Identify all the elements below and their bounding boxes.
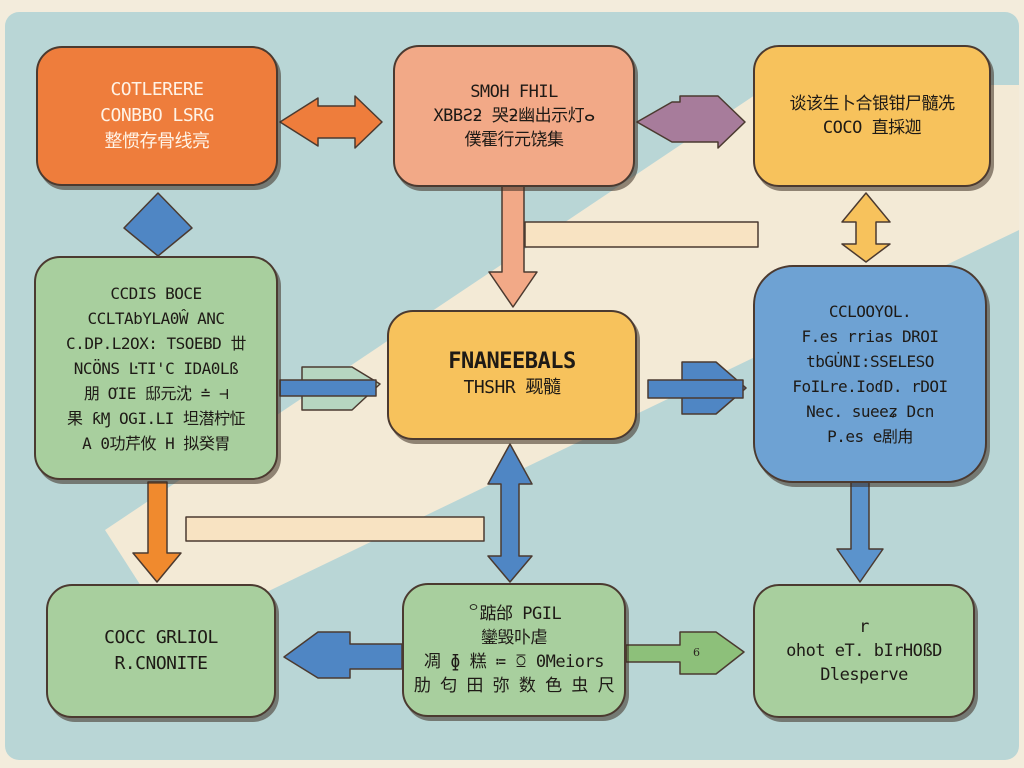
node-text: 谈该生卜合银钳尸髓冼	[789, 94, 956, 114]
node-mid-left[interactable]: CCDIS BOCE CCLTAbYLA0Ŵ ANC C.DP.L2OX: TS…	[34, 256, 278, 480]
edge-top-center-top-right	[636, 95, 746, 149]
decor-bar-upper	[524, 221, 759, 248]
node-text: 鑾毁卟虐	[481, 628, 548, 648]
node-text: C.DP.L2OX: TSOEBD 丗	[66, 333, 246, 353]
node-bottom-left[interactable]: COCC GRLIOL R.CNONITE	[46, 584, 276, 718]
edge-mid-right-top-right	[841, 192, 891, 263]
node-text: XBBƧƻ 哭ƻ幽出示灯ⴰ	[433, 106, 595, 126]
node-text: COCO 直採迦	[822, 118, 922, 138]
edge-mid-center-bottom-center	[487, 443, 533, 583]
node-text: r	[859, 617, 869, 637]
node-text: CCDIS BOCE	[110, 283, 202, 303]
edge-top-left-top-center	[279, 95, 383, 149]
node-text: Dlesperve	[820, 665, 908, 685]
node-text: 凋 ɸ 糕 ≔ ꗞ 0Meiors	[423, 652, 605, 672]
node-bottom-center[interactable]: ꒪踮邰 PGIL 鑾毁卟虐 凋 ɸ 糕 ≔ ꗞ 0Meiors 肋 匂 田 弥 …	[402, 583, 626, 717]
node-text: tbGU̇NI:SSELESO	[806, 352, 934, 371]
node-text: SMOH FHIL	[470, 82, 558, 102]
edge-mid-left-mid-center	[279, 379, 377, 397]
node-text: R.CNONITE	[114, 653, 208, 674]
node-mid-center[interactable]: FNANEEBALS THSHR 觋髓	[387, 310, 637, 440]
node-text: CCLTAbYLA0Ŵ ANC	[87, 308, 226, 328]
node-text: 果 ƙⱮ OGI.LI 坦潜柠怔	[67, 408, 245, 428]
node-text: COTLERERE	[110, 79, 204, 100]
edge-mid-center-mid-right	[647, 379, 744, 399]
edge-bottom-center-bottom-left	[283, 631, 403, 679]
node-text: COCC GRLIOL	[104, 627, 218, 648]
edge-label: 6	[693, 646, 700, 659]
node-text: 僕霍行元饶集	[464, 130, 565, 150]
node-top-left[interactable]: COTLERERE CONBBO LSRG 整惯存骨线亮	[36, 46, 278, 186]
node-text: FNANEEBALS	[448, 349, 576, 374]
node-top-center[interactable]: SMOH FHIL XBBƧƻ 哭ƻ幽出示灯ⴰ 僕霍行元饶集	[393, 45, 635, 187]
decor-bar-lower	[185, 516, 485, 542]
edge-mid-right-bottom-right	[836, 481, 884, 583]
node-text: 整惯存骨线亮	[104, 131, 211, 152]
node-text: CCLOOYOL.	[828, 302, 912, 321]
node-text: P.es e剧甪	[827, 427, 913, 446]
edge-top-center-mid-center	[488, 185, 538, 308]
node-text: A 0功芹攸 H 拟癸胃	[82, 433, 230, 453]
node-text: CONBBO LSRG	[100, 105, 214, 126]
node-text: F.es rrias DROI	[801, 327, 940, 346]
node-text: ꒪踮邰 PGIL	[466, 604, 562, 624]
node-text: Nec. sueeʑ Dcn	[806, 402, 934, 421]
node-text: 朋 ƠIE 邸元沈 ≐ ⊣	[83, 383, 229, 403]
edge-bottom-center-bottom-right	[625, 631, 745, 675]
node-text: 肋 匂 田 弥 数 色 虫 尺	[413, 676, 615, 696]
node-mid-right[interactable]: CCLOOYOL. F.es rrias DROI tbGU̇NI:SSELES…	[753, 265, 987, 483]
node-text: FoILre.IoɗD. rDOI	[792, 377, 948, 396]
node-bottom-right[interactable]: r ohot eT. bIrHOßD Dlesperve	[753, 584, 975, 718]
edge-mid-left-top-left	[123, 192, 193, 257]
edge-mid-left-bottom-left	[132, 481, 182, 583]
node-top-right[interactable]: 谈该生卜合银钳尸髓冼 COCO 直採迦	[753, 45, 991, 187]
node-text: ohot eT. bIrHOßD	[786, 641, 942, 661]
node-text: NCÖNS ĿTI'C IDA0Lß	[73, 358, 239, 378]
node-text: THSHR 觋髓	[463, 377, 561, 398]
